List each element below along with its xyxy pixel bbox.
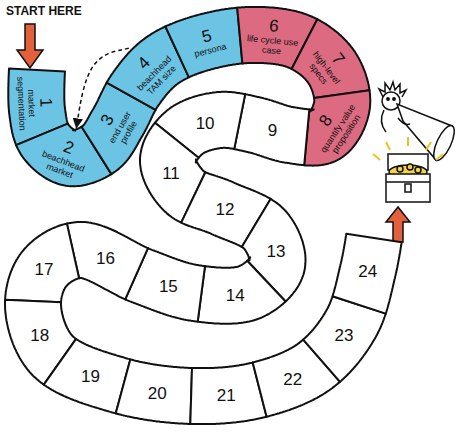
- cell-text: 12: [216, 200, 235, 219]
- cell-number: 12: [216, 200, 235, 219]
- cell-text: 17: [34, 260, 53, 279]
- board-cell: 24: [330, 231, 404, 316]
- cell-number: 10: [196, 113, 215, 132]
- board-cell: 14: [195, 258, 288, 326]
- cell-number: 14: [226, 286, 245, 305]
- cell-text: 20: [148, 384, 167, 403]
- board-cell: 20: [113, 357, 195, 426]
- cell-text: 21: [217, 386, 236, 405]
- cell-number: 24: [358, 261, 377, 280]
- cell-number: 9: [268, 121, 277, 140]
- cell-text: 22: [283, 369, 302, 388]
- cell-text: 18: [30, 326, 49, 345]
- cell-number: 16: [96, 248, 115, 267]
- cell-text: 19: [81, 367, 100, 386]
- board-cell: 8quantify value proposition: [302, 88, 373, 168]
- treasure-chest: [373, 137, 443, 202]
- cell-number: 17: [34, 260, 53, 279]
- cell-number: 23: [334, 326, 353, 345]
- start-label: START HERE: [6, 4, 82, 18]
- cell-number: 18: [30, 326, 49, 345]
- cell-text: 1market segmentation: [16, 74, 57, 133]
- cell-text: 24: [358, 261, 377, 280]
- cell-text: 13: [267, 241, 286, 260]
- cell-text: 14: [226, 286, 245, 305]
- cell-text: 11: [162, 163, 180, 182]
- board-cell: 16: [64, 219, 151, 302]
- cell-text: 16: [96, 248, 115, 267]
- cell-text: 9: [268, 121, 277, 140]
- megaphone-man: [379, 82, 458, 163]
- cell-text: 6life cycle use case: [242, 14, 303, 58]
- goal-arrow: [386, 207, 410, 242]
- cell-number: 22: [283, 369, 302, 388]
- step-label: market segmentation: [16, 74, 38, 132]
- cell-number: 21: [217, 386, 236, 405]
- cell-number: 11: [162, 163, 180, 182]
- cell-number: 1: [36, 74, 57, 132]
- board-cell: 7high-level specs: [289, 17, 372, 101]
- cell-number: 15: [159, 276, 178, 295]
- start-arrow: [17, 24, 43, 68]
- cell-text: 10: [196, 113, 215, 132]
- cell-text: 15: [159, 276, 178, 295]
- cell-number: 19: [81, 367, 100, 386]
- cell-number: 20: [148, 384, 167, 403]
- cell-number: 13: [267, 241, 286, 260]
- board-cell: 17: [3, 221, 82, 305]
- cell-text: 23: [334, 326, 353, 345]
